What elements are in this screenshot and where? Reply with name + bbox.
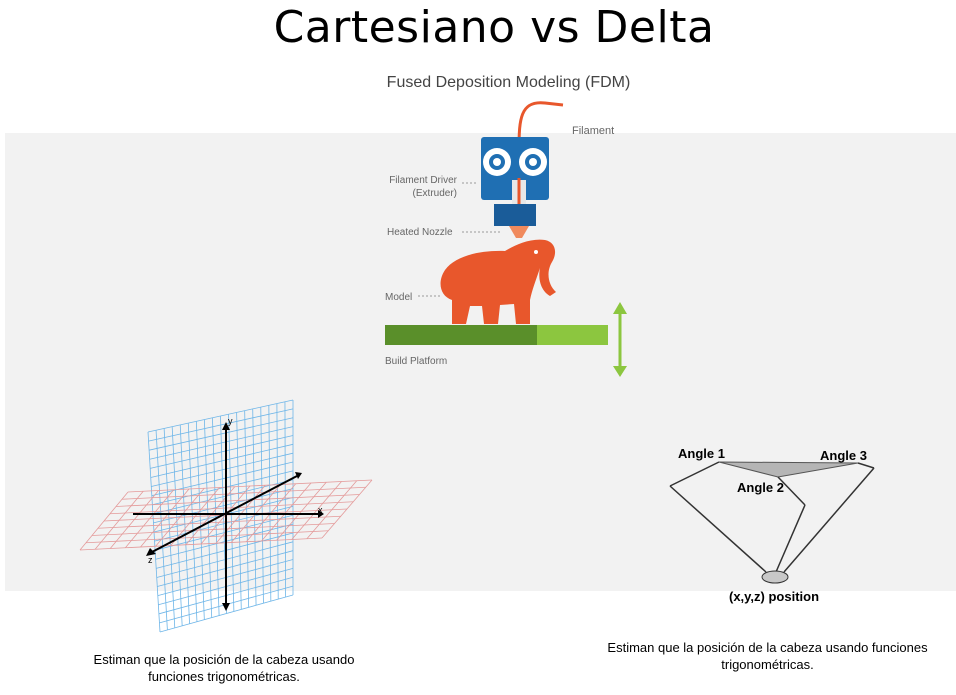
x-axis-label: x — [318, 505, 323, 515]
nozzle-label: Heated Nozzle — [387, 227, 453, 238]
heated-nozzle-block — [494, 204, 536, 226]
build-platform-dark — [385, 325, 537, 345]
y-axis-label: y — [228, 416, 233, 426]
platform-arrow-down — [613, 366, 627, 377]
grid-line-vertical — [149, 417, 294, 451]
grid-line-vertical — [154, 505, 294, 542]
grid-line-horizontal — [115, 494, 360, 507]
delta-top-triangle — [718, 461, 859, 478]
angle-1-label: Angle 1 — [678, 446, 725, 461]
grid-line-vertical — [150, 435, 294, 469]
grid-line-horizontal — [79, 537, 323, 551]
grid-line-horizontal — [91, 523, 335, 536]
delta-effector — [761, 570, 789, 584]
grid-line-vertical — [152, 479, 294, 515]
grid-line-horizontal — [127, 479, 373, 493]
fdm-diagram-title: Fused Deposition Modeling (FDM) — [386, 74, 631, 91]
platform-arrow-up — [613, 302, 627, 314]
position-label: (x,y,z) position — [729, 589, 819, 604]
angle-2-label: Angle 2 — [737, 480, 784, 495]
grid-line-vertical — [151, 452, 294, 487]
build-platform-light — [537, 325, 608, 345]
grid-line-vertical — [147, 399, 294, 433]
grid-line-vertical — [152, 470, 294, 506]
filament-label: Filament — [572, 125, 614, 137]
delta-caption: Estiman que la posición de la cabeza usa… — [607, 640, 928, 672]
grid-line-horizontal — [121, 486, 366, 500]
delta-arm-2 — [777, 476, 806, 506]
grid-line-horizontal — [85, 530, 329, 544]
grid-line-vertical — [155, 523, 294, 560]
extruder-label-line1: Filament Driver — [389, 175, 457, 186]
grid-line-vertical — [149, 426, 294, 460]
extruder-label-line2: (Extruder) — [413, 188, 457, 199]
grid-line-vertical — [156, 541, 294, 578]
cartesian-caption: Estiman que la posición de la cabeza usa… — [93, 652, 355, 684]
angle-3-label: Angle 3 — [820, 448, 867, 463]
grid-line-vertical — [159, 594, 294, 633]
grid-line-vertical — [150, 443, 294, 478]
platform-label: Build Platform — [385, 356, 447, 367]
z-axis — [151, 475, 298, 553]
model-label: Model — [385, 292, 412, 303]
grid-line-vertical — [154, 514, 294, 551]
heated-nozzle-tip — [509, 226, 529, 238]
slide-title: Cartesiano vs Delta — [273, 2, 715, 53]
grid-line-horizontal — [109, 501, 354, 515]
elephant-model — [440, 239, 556, 324]
grid-line-horizontal — [97, 515, 341, 529]
delta-arm-3 — [857, 462, 875, 469]
z-axis-label: z — [148, 555, 153, 565]
delta-arm-1 — [669, 461, 720, 487]
grid-line-vertical — [148, 408, 294, 442]
grid-line-vertical — [156, 532, 294, 569]
